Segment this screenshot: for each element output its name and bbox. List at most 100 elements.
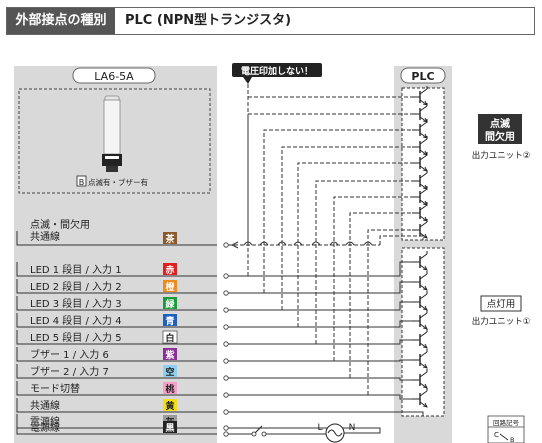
signal-tower-area	[18, 88, 211, 194]
wire-terminal	[223, 290, 229, 296]
warning-callout: 電圧印加しない！	[232, 63, 322, 84]
signal-runs	[228, 261, 424, 435]
wire-label: 点滅・間欠用	[30, 218, 90, 231]
blink-link	[281, 146, 412, 310]
wire-terminal	[223, 273, 229, 279]
wire-color-name: 緑	[165, 298, 175, 310]
light-unit-label-box	[480, 295, 522, 312]
blink-link	[349, 212, 412, 378]
blink-unit-line1: 点滅	[490, 117, 510, 130]
wire-color-swatch	[163, 263, 177, 275]
crossover	[259, 241, 269, 246]
wire-color-name: 紫	[165, 349, 174, 361]
blink-link	[333, 196, 412, 361]
light-unit-label: 点灯用	[487, 299, 516, 310]
wire-row: 電源線 黒	[16, 420, 229, 437]
wire-row: LED 3 段目 / 入力 3 緑	[16, 296, 229, 313]
common-wire	[228, 411, 424, 416]
transistor-icon	[412, 369, 428, 389]
wire-line	[16, 381, 217, 396]
device-model-pill	[72, 67, 156, 84]
transistor-icon	[412, 86, 428, 106]
option-code: B	[79, 178, 85, 187]
wire-color-name: 黒	[165, 423, 174, 434]
wire-color-swatch	[163, 382, 177, 394]
wire-label: LED 1 段目 / 入力 1	[30, 263, 122, 276]
wire-color-swatch	[163, 280, 177, 292]
plc-title-label: PLC	[411, 70, 434, 83]
blink-unit-line2: 間欠用	[485, 130, 515, 143]
transistor-icon	[412, 251, 428, 271]
wire-label: LED 3 段目 / 入力 3	[30, 297, 122, 310]
transistor-icon	[412, 202, 428, 222]
contact-type-header: 外部接点の種別 PLC (NPN型トランジスタ)	[6, 7, 535, 35]
legend-title: 回路記号	[493, 418, 520, 427]
wire-line	[16, 330, 217, 345]
wire-color-swatch	[163, 421, 177, 433]
transistor-icon	[412, 388, 428, 408]
wire-line	[16, 420, 217, 435]
warning-text: 電圧印加しない！	[241, 65, 313, 77]
wire-line	[16, 398, 217, 413]
wire-color-swatch	[163, 399, 177, 411]
wire-line	[16, 313, 217, 328]
wire-terminal	[223, 409, 229, 415]
transistor-icon	[412, 136, 428, 156]
signal-wire	[228, 339, 412, 345]
light-unit-caption: 出力ユニット①	[472, 316, 531, 327]
wire-row: 共通線黄	[16, 398, 229, 415]
wire-terminal	[223, 324, 229, 330]
wire-line	[16, 279, 217, 294]
blink-unit-label: 点滅 間欠用	[478, 114, 522, 144]
transistor-icon	[412, 349, 428, 369]
wire-terminal	[223, 341, 229, 347]
wire-color-swatch	[163, 232, 177, 244]
wire-line	[16, 364, 217, 379]
signal-wire	[228, 394, 412, 400]
blink-link	[315, 180, 412, 344]
wire-line	[16, 231, 217, 246]
wire-line	[16, 347, 217, 362]
transistor-icon	[412, 219, 428, 239]
signal-wire	[228, 359, 412, 362]
wire-terminal	[223, 425, 229, 431]
wire-label: LED 5 段目 / 入力 5	[30, 331, 122, 344]
wire-label: LED 4 段目 / 入力 4	[30, 314, 122, 327]
wire-label: LED 2 段目 / 入力 2	[30, 280, 122, 293]
crossover	[277, 241, 287, 246]
blink-links	[228, 84, 424, 395]
wire-color-name: 茶	[164, 233, 175, 245]
wire-color-swatch	[163, 297, 177, 309]
transistor-icon	[412, 170, 428, 190]
device-model-label: LA6-5A	[94, 70, 134, 83]
crossover	[293, 241, 303, 246]
option-code-box	[76, 175, 87, 187]
blink-link	[263, 129, 412, 293]
wire-row: モード切替桃	[16, 381, 229, 398]
plc-title-pill	[400, 67, 446, 84]
transistor-icon	[412, 186, 428, 206]
wire-label: 電源線	[30, 421, 60, 434]
signal-wire	[228, 281, 412, 294]
blink-link	[367, 229, 412, 395]
transistor-icon	[412, 291, 428, 311]
wire-label: モード切替	[30, 382, 80, 395]
signal-wire	[228, 301, 412, 311]
blink-unit-caption: 出力ユニット②	[472, 150, 531, 161]
crossover	[363, 241, 373, 246]
crossover	[345, 241, 355, 246]
blink-common-riser	[379, 235, 424, 245]
blink-link	[297, 162, 412, 327]
power-wire-1	[228, 427, 381, 434]
wire-color-name: 空	[165, 366, 174, 378]
wire-label: ブザー 1 / 入力 6	[30, 348, 109, 361]
crossover	[329, 241, 339, 246]
wire-row: ブザー 1 / 入力 6 紫	[16, 347, 229, 364]
signal-wire	[228, 261, 412, 277]
power-l-label: L	[317, 423, 322, 433]
